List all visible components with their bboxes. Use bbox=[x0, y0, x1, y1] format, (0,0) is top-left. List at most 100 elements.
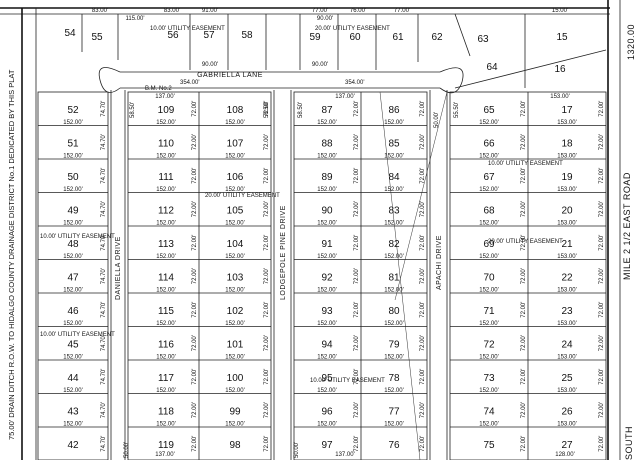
lot-depth-dim: 74.70' bbox=[101, 201, 107, 217]
lot-depth-dim: 72.00' bbox=[264, 268, 270, 284]
lot-width-dim: 152.00' bbox=[63, 321, 83, 327]
frontage-dim: 58.50' bbox=[130, 102, 136, 118]
lot-number: 22 bbox=[561, 272, 573, 283]
lot-depth-dim: 72.00' bbox=[264, 168, 270, 184]
lot-depth-dim: 72.00' bbox=[264, 436, 270, 452]
lot-width-dim: 152.00' bbox=[63, 221, 83, 227]
lot-depth-dim: 72.00' bbox=[599, 436, 605, 452]
lot-number: 84 bbox=[388, 172, 400, 183]
lot-depth-dim: 72.00' bbox=[192, 335, 198, 351]
lot-depth-dim: 72.00' bbox=[420, 402, 426, 418]
lot-number: 26 bbox=[561, 406, 573, 417]
top-lot-dim: 77.00' bbox=[394, 8, 410, 14]
lot-depth-dim: 72.00' bbox=[599, 369, 605, 385]
lot-number: 77 bbox=[388, 406, 400, 417]
lot-depth-dim: 72.00' bbox=[420, 134, 426, 150]
gabriella-lane-label: GABRIELLA LANE bbox=[197, 72, 263, 79]
lot-depth-dim: 72.00' bbox=[521, 335, 527, 351]
lot-number: 93 bbox=[321, 306, 333, 317]
lot-depth-dim: 72.00' bbox=[521, 201, 527, 217]
top-lot-number: 64 bbox=[486, 62, 498, 73]
top-lot-dim: 83.00' bbox=[92, 8, 108, 14]
lot-depth-dim: 72.00' bbox=[599, 235, 605, 251]
easement-note-top1: 10.00' UTILITY EASEMENT bbox=[150, 26, 225, 32]
lot-depth-dim: 72.00' bbox=[521, 101, 527, 117]
west-cul-de-sac bbox=[98, 67, 121, 93]
easement-note-b: 20.00' UTILITY EASEMENT bbox=[205, 193, 280, 199]
lot-width-dim: 152.00' bbox=[63, 120, 83, 126]
lot-width-dim: 152.00' bbox=[479, 254, 499, 260]
lot-depth-dim: 72.00' bbox=[599, 268, 605, 284]
lot-width-dim: 152.00' bbox=[63, 187, 83, 193]
lot-depth-dim: 72.00' bbox=[192, 402, 198, 418]
lot-number: 110 bbox=[158, 138, 174, 149]
lot-number: 113 bbox=[158, 239, 174, 250]
lot-number: 95 bbox=[321, 373, 333, 384]
lot-width-dim: 153.00' bbox=[557, 422, 577, 428]
lot-number: 106 bbox=[227, 172, 244, 183]
lot-depth-dim: 72.00' bbox=[264, 369, 270, 385]
top-lot-number: 58 bbox=[241, 30, 253, 41]
lot-depth-dim: 72.00' bbox=[521, 302, 527, 318]
lot-width-dim: 152.00' bbox=[156, 355, 176, 361]
lot-width-dim: 152.00' bbox=[317, 187, 337, 193]
lot-number: 118 bbox=[158, 406, 174, 417]
lot-depth-dim: 72.00' bbox=[599, 168, 605, 184]
lot-width-dim: 152.00' bbox=[384, 321, 404, 327]
lot-number: 119 bbox=[158, 440, 174, 451]
lot-depth-dim: 72.00' bbox=[192, 168, 198, 184]
lot-depth-dim: 72.00' bbox=[599, 402, 605, 418]
lot-width-dim: 152.00' bbox=[63, 288, 83, 294]
lot-depth-dim: 72.00' bbox=[599, 335, 605, 351]
top-lot-number: 62 bbox=[431, 32, 443, 43]
lot-width-dim: 153.00' bbox=[557, 388, 577, 394]
lot-width-dim: 153.00' bbox=[557, 355, 577, 361]
lot-number: 86 bbox=[388, 105, 400, 116]
lot-number: 21 bbox=[561, 239, 573, 250]
top-lot-number: 60 bbox=[349, 32, 361, 43]
lot-depth-dim: 72.00' bbox=[521, 402, 527, 418]
lot-number: 89 bbox=[321, 172, 333, 183]
top-width-dim: 137.00' bbox=[155, 94, 175, 100]
lot-depth-dim: 72.00' bbox=[354, 402, 360, 418]
lot-number: 117 bbox=[158, 373, 174, 384]
lot-depth-dim: 72.00' bbox=[264, 402, 270, 418]
lot-depth-dim: 72.00' bbox=[264, 101, 270, 117]
lot-depth-dim: 72.00' bbox=[420, 168, 426, 184]
lot-width-dim: 152.00' bbox=[63, 388, 83, 394]
top-lot-line bbox=[454, 49, 607, 89]
lot-depth-dim: 74.70' bbox=[101, 134, 107, 150]
lot-number: 45 bbox=[67, 339, 79, 350]
lot-depth-dim: 74.70' bbox=[101, 101, 107, 117]
lot-number: 111 bbox=[158, 172, 174, 183]
easement-note-a1: 10.00' UTILITY EASEMENT bbox=[40, 234, 115, 240]
top-lot-number: 56 bbox=[167, 30, 179, 41]
bottom-width-dim: 128.00' bbox=[555, 452, 575, 458]
lot-depth-dim: 74.70' bbox=[101, 168, 107, 184]
lot-width-dim: 152.00' bbox=[479, 355, 499, 361]
lot-number: 82 bbox=[388, 239, 400, 250]
lot-depth-dim: 72.00' bbox=[264, 235, 270, 251]
top-lot-dim: 115.00' bbox=[125, 16, 144, 22]
lot-depth-dim: 72.00' bbox=[420, 335, 426, 351]
lot-width-dim: 152.00' bbox=[225, 254, 245, 260]
lot-depth-dim: 72.00' bbox=[521, 235, 527, 251]
lot-depth-dim: 72.00' bbox=[264, 335, 270, 351]
lot-number: 88 bbox=[321, 138, 333, 149]
lot-width-dim: 152.00' bbox=[225, 388, 245, 394]
lot-width-dim: 152.00' bbox=[384, 120, 404, 126]
lot-number: 78 bbox=[388, 373, 400, 384]
top-lot-dim: 90.00' bbox=[317, 16, 333, 22]
lot-depth-dim: 72.00' bbox=[420, 101, 426, 117]
lot-number: 107 bbox=[227, 138, 244, 149]
lot-number: 85 bbox=[388, 138, 400, 149]
top-lot-number: 57 bbox=[203, 30, 215, 41]
lot-number: 87 bbox=[321, 105, 333, 116]
lot-depth-dim: 72.00' bbox=[354, 235, 360, 251]
drain-ditch-note: 75.00' DRAIN DITCH R.O.W. TO HIDALGO COU… bbox=[7, 69, 16, 440]
lot-depth-dim: 72.00' bbox=[354, 168, 360, 184]
block-c-outline bbox=[293, 91, 428, 461]
lot-depth-dim: 72.00' bbox=[521, 134, 527, 150]
